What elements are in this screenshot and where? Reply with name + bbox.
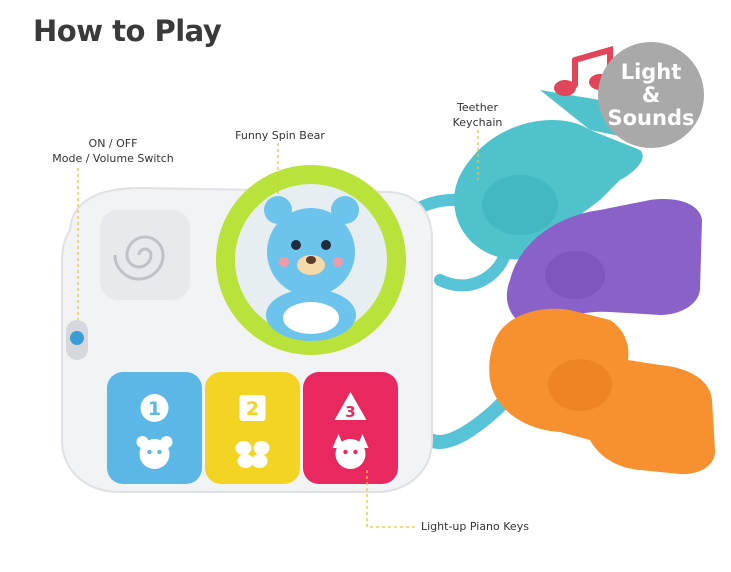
bear-label: Funny Spin Bear — [225, 128, 335, 143]
funny-spin-bear[interactable] — [216, 165, 406, 355]
orange-key — [489, 308, 716, 475]
keys-label-text: Light-up Piano Keys — [421, 520, 529, 533]
page-title: How to Play — [33, 14, 222, 48]
piano-key-3[interactable]: 3 — [303, 372, 398, 484]
teether-label-line1: Teether — [457, 101, 498, 114]
speaker-grille — [100, 210, 190, 300]
keys-label: Light-up Piano Keys — [421, 519, 551, 534]
purple-key — [506, 199, 702, 326]
cat-face-icon — [332, 434, 369, 469]
badge-line3: Sounds — [607, 106, 695, 130]
switch-label-line2: Mode / Volume Switch — [52, 152, 174, 165]
key-number-badge — [239, 395, 266, 421]
butterfly-icon — [235, 441, 270, 468]
leader-keys — [366, 470, 418, 528]
switch-label: ON / OFF Mode / Volume Switch — [48, 136, 178, 166]
badge-line2: & — [641, 83, 661, 107]
badge-line1: Light — [620, 60, 682, 84]
switch-label-line1: ON / OFF — [88, 137, 138, 150]
key-number-badge — [334, 392, 367, 420]
piano-key-1[interactable]: 1 — [107, 372, 202, 484]
bear-label-text: Funny Spin Bear — [235, 129, 325, 142]
key-number-badge — [140, 394, 169, 422]
key-number: 1 — [148, 398, 161, 420]
switch-knob[interactable] — [70, 331, 84, 345]
key-number: 3 — [345, 403, 355, 421]
bear-face-icon — [136, 436, 173, 469]
teether-label-line2: Keychain — [452, 116, 503, 129]
teether-label: Teether Keychain — [435, 100, 520, 130]
key-number: 2 — [246, 398, 259, 420]
light-sounds-badge: Light & Sounds — [598, 42, 704, 148]
piano-key-2[interactable]: 2 — [205, 372, 300, 484]
piano-keys: 1 2 3 — [107, 372, 398, 484]
teal-key — [454, 90, 643, 260]
